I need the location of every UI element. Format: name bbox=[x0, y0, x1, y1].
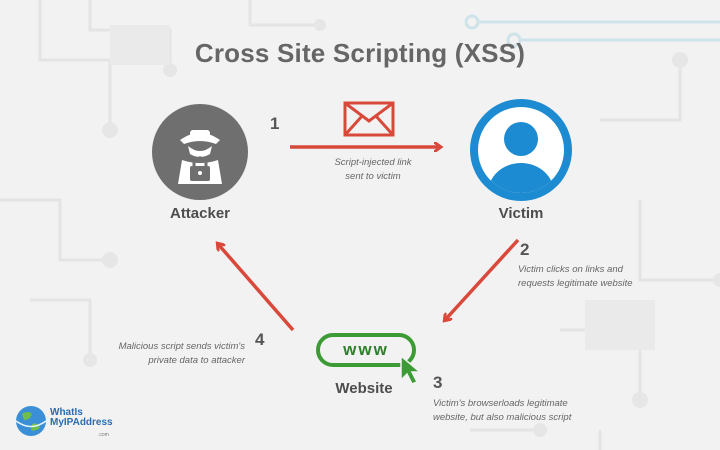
website-node: www bbox=[316, 333, 416, 367]
attacker-label: Attacker bbox=[169, 205, 231, 222]
arrow-4 bbox=[218, 244, 295, 332]
step-1-note: Script-injected link sent to victim bbox=[334, 157, 412, 182]
step-4-number: 4 bbox=[255, 330, 265, 349]
spy-lock-icon bbox=[178, 130, 222, 184]
logo-domain: .com bbox=[98, 432, 109, 438]
cursor-icon bbox=[400, 354, 423, 385]
envelope-icon bbox=[343, 101, 395, 137]
step-3-number: 3 bbox=[433, 373, 443, 392]
diagram-title: Cross Site Scripting (XSS) bbox=[194, 38, 526, 68]
attacker-node bbox=[152, 104, 248, 200]
victim-node bbox=[470, 99, 572, 201]
user-icon bbox=[488, 122, 554, 193]
arrow-2 bbox=[445, 238, 520, 320]
logo-text: WhatIs MyIPAddress bbox=[50, 407, 113, 428]
step-1-number: 1 bbox=[270, 114, 280, 133]
website-label: Website bbox=[335, 380, 393, 397]
www-text: www bbox=[343, 340, 389, 359]
step-2-note: Victim clicks on links and requests legi… bbox=[518, 264, 633, 289]
globe-logo-icon bbox=[15, 406, 47, 436]
step-4-note: Malicious script sends victim's private … bbox=[118, 341, 245, 366]
step-3-note: Victim's browserloads legitimate website… bbox=[433, 398, 572, 423]
victim-label: Victim bbox=[498, 205, 544, 222]
step-2-number: 2 bbox=[520, 240, 530, 259]
